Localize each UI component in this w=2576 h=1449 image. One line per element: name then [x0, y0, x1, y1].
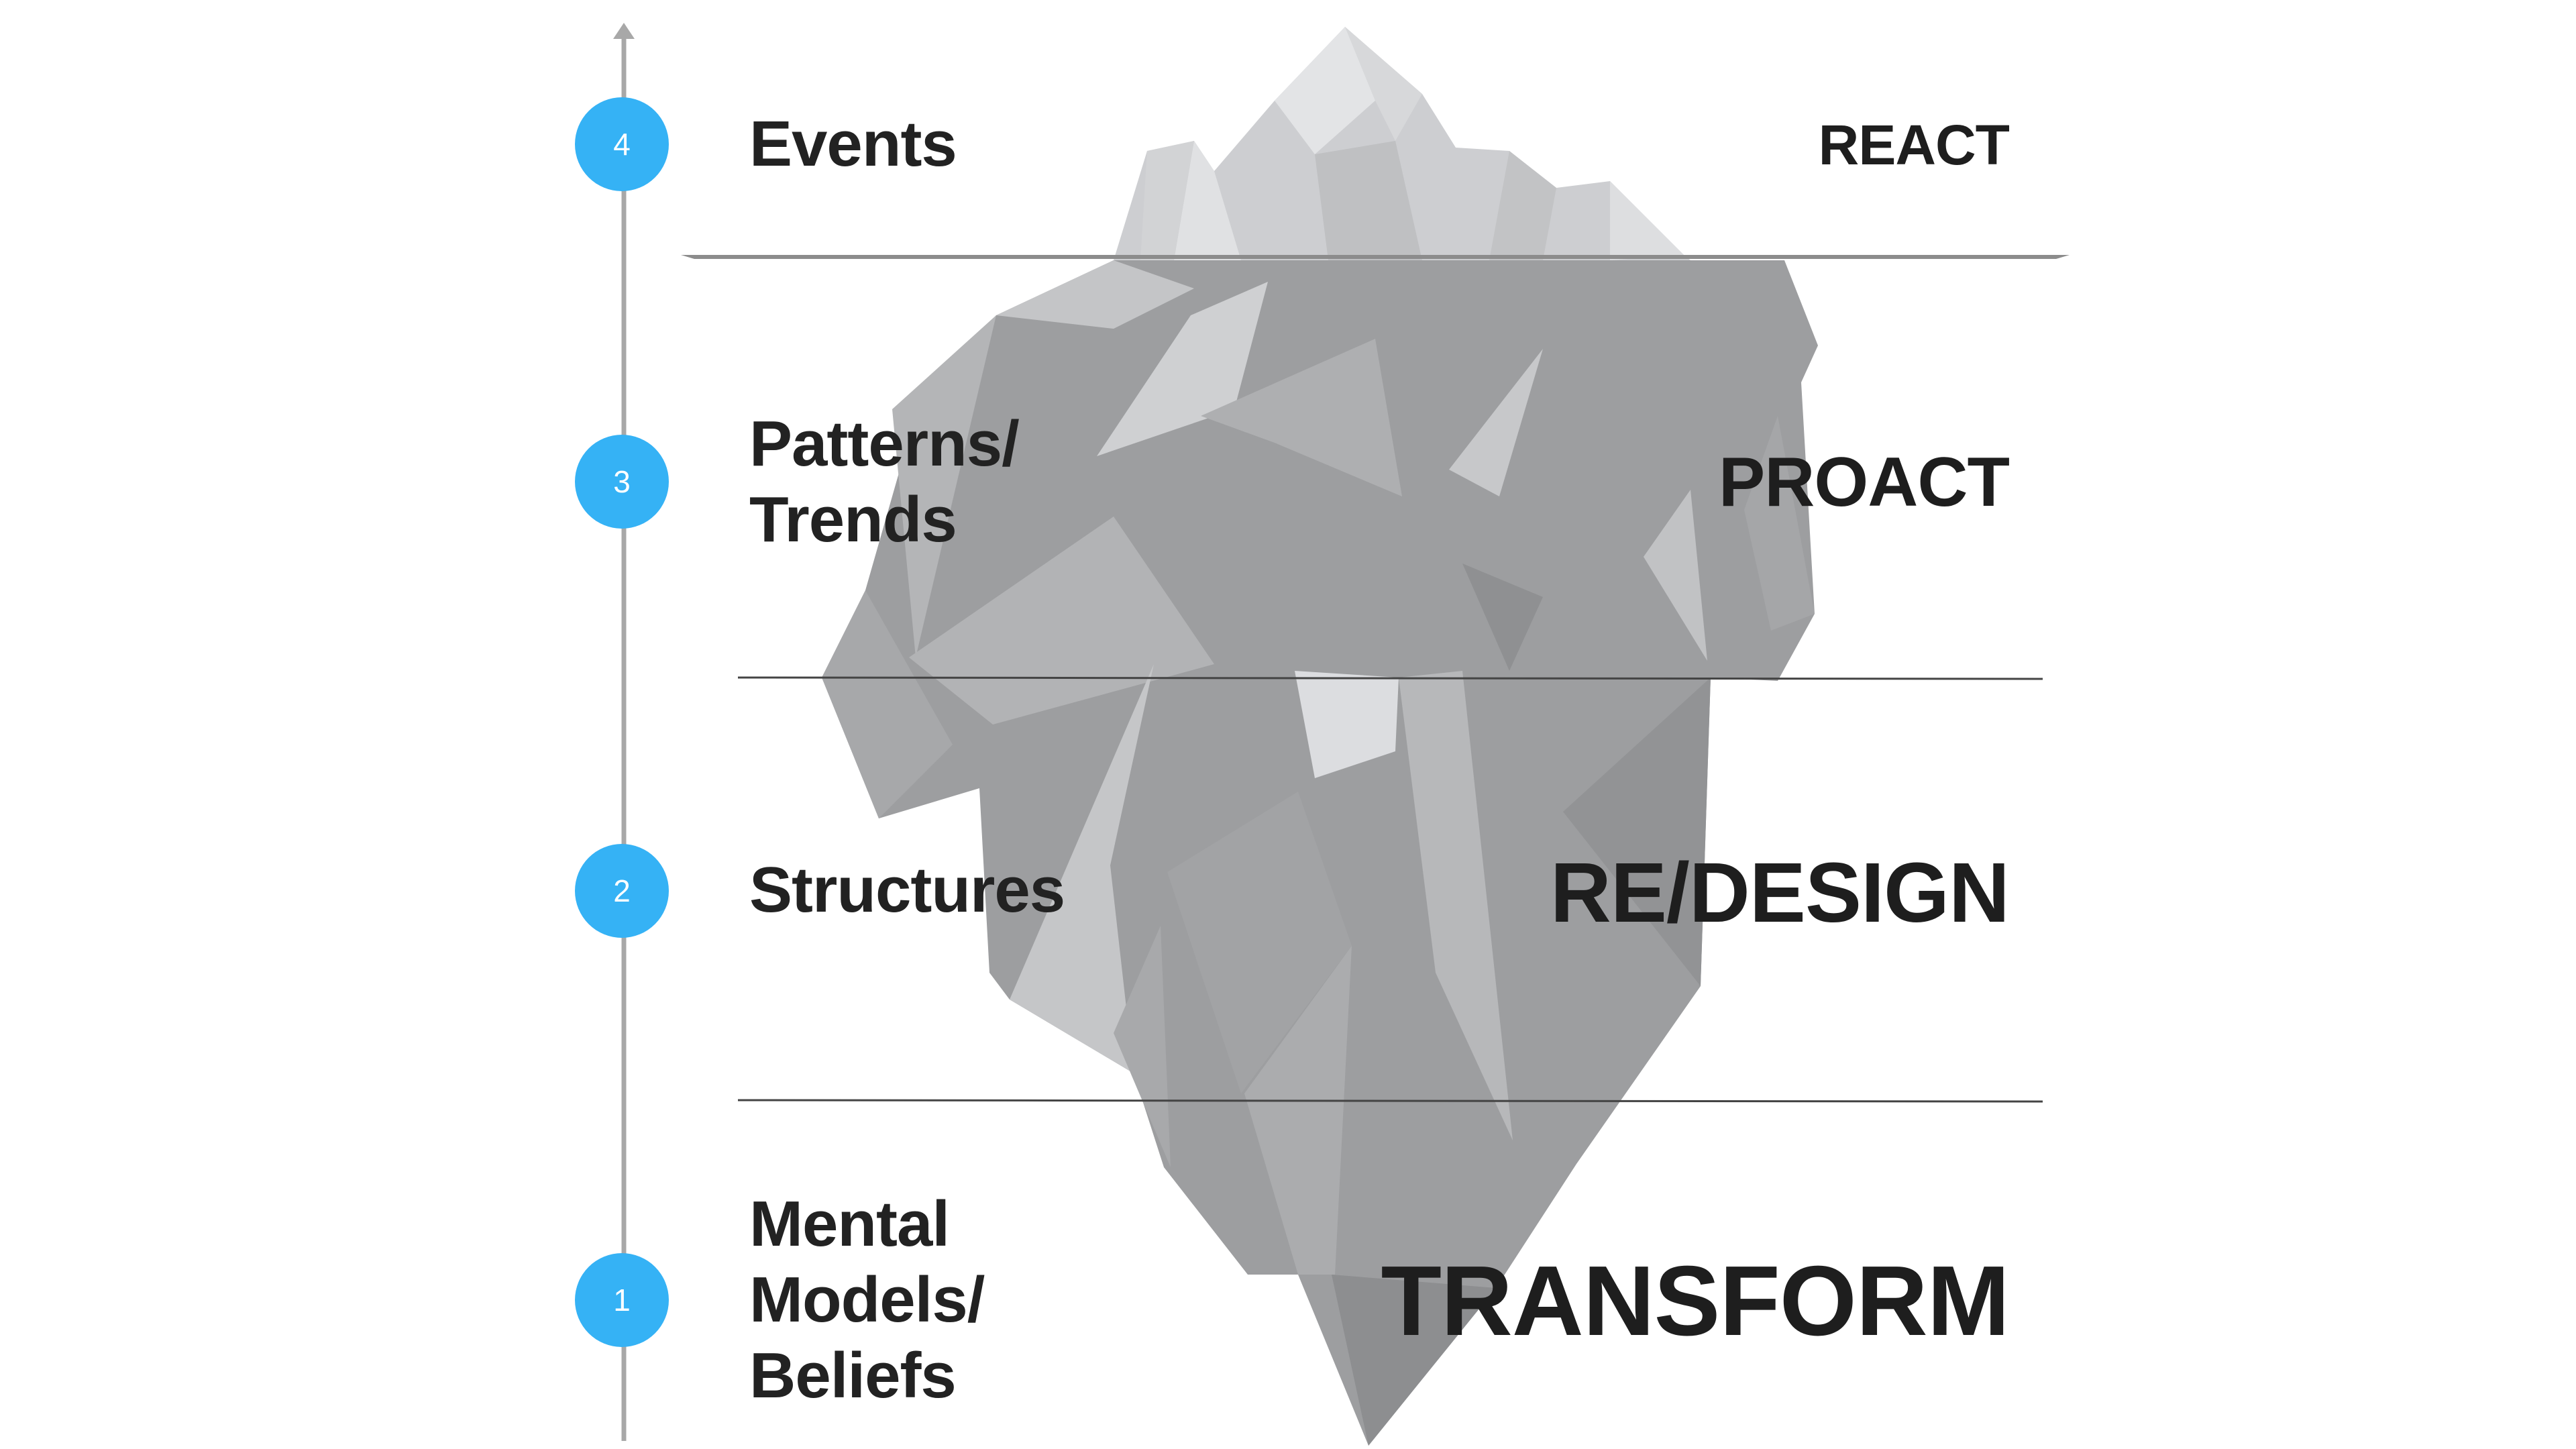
level-3-action: PROACT [1718, 443, 2010, 521]
level-1-label-line: Beliefs [749, 1340, 957, 1411]
iceberg-underwater [822, 260, 1818, 1446]
iceberg-tip [1114, 27, 1690, 260]
level-4-action: REACT [1818, 113, 2010, 176]
level-3-label-line: Trends [749, 484, 957, 555]
level-1-label-line: Models/ [749, 1264, 985, 1336]
level-4-label: Events [749, 106, 957, 182]
level-4-label-line: Events [749, 108, 957, 180]
level-1-marker: 1 [575, 1253, 669, 1347]
level-4-marker: 4 [575, 97, 669, 191]
vertical-axis [613, 23, 635, 1441]
level-2-label: Structures [749, 852, 1065, 928]
divider-patterns-structures [737, 676, 2043, 680]
level-2-label-line: Structures [749, 854, 1065, 926]
level-1-label-line: Mental [749, 1188, 950, 1260]
level-2-action: RE/DESIGN [1550, 845, 2010, 940]
divider-structures-mental-models [737, 1099, 2043, 1103]
axis-arrow-icon [613, 23, 635, 39]
level-3-marker: 3 [575, 435, 669, 529]
level-1-label: Mental Models/ Beliefs [749, 1186, 985, 1413]
level-1-action: TRANSFORM [1381, 1246, 2010, 1356]
level-3-label-line: Patterns/ [749, 408, 1020, 480]
level-2-marker: 2 [575, 844, 669, 938]
level-3-label: Patterns/ Trends [749, 406, 1020, 557]
waterline [681, 255, 2070, 259]
